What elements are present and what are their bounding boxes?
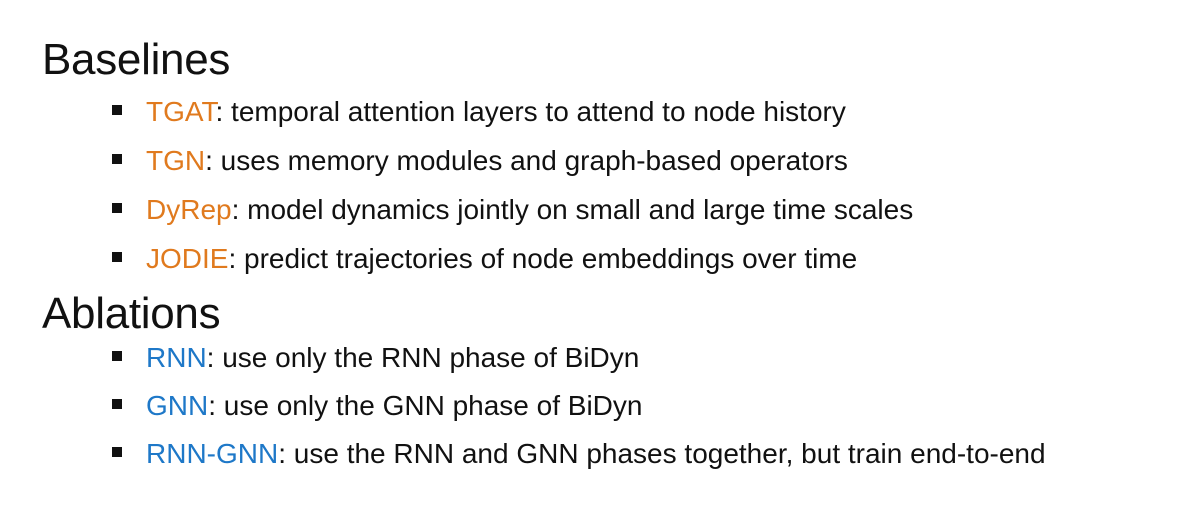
bullet-square-icon <box>112 252 122 262</box>
bullet-square-icon <box>112 399 122 409</box>
bullet-square-icon <box>112 154 122 164</box>
list-item-text: GNN: use only the GNN phase of BiDyn <box>146 388 642 420</box>
list-item-text: TGAT: temporal attention layers to atten… <box>146 94 846 126</box>
description-rnn: : use only the RNN phase of BiDyn <box>206 342 640 373</box>
description-rnn-gnn: : use the RNN and GNN phases together, b… <box>278 438 1046 469</box>
bullet-square-icon <box>112 351 122 361</box>
list-item-tgn: TGN: uses memory modules and graph-based… <box>112 143 913 192</box>
term-tgat: TGAT <box>146 96 216 127</box>
list-item-jodie: JODIE: predict trajectories of node embe… <box>112 241 913 290</box>
list-item-gnn: GNN: use only the GNN phase of BiDyn <box>112 388 1046 436</box>
list-item-text: TGN: uses memory modules and graph-based… <box>146 143 848 175</box>
list-item-dyrep: DyRep: model dynamics jointly on small a… <box>112 192 913 241</box>
baselines-heading: Baselines <box>42 35 231 84</box>
list-item-rnn: RNN: use only the RNN phase of BiDyn <box>112 340 1046 388</box>
bullet-square-icon <box>112 105 122 115</box>
term-tgn: TGN <box>146 145 206 176</box>
bullet-square-icon <box>112 447 122 457</box>
description-tgn: : uses memory modules and graph-based op… <box>205 145 848 176</box>
ablations-list: RNN: use only the RNN phase of BiDyn GNN… <box>112 340 1046 484</box>
ablations-heading: Ablations <box>42 289 221 338</box>
list-item-tgat: TGAT: temporal attention layers to atten… <box>112 94 913 143</box>
term-jodie: JODIE <box>146 243 229 274</box>
list-item-text: DyRep: model dynamics jointly on small a… <box>146 192 913 224</box>
term-rnn-gnn: RNN-GNN <box>146 438 279 469</box>
list-item-rnn-gnn: RNN-GNN: use the RNN and GNN phases toge… <box>112 436 1046 484</box>
term-rnn: RNN <box>146 342 207 373</box>
description-jodie: : predict trajectories of node embedding… <box>228 243 858 274</box>
list-item-text: RNN-GNN: use the RNN and GNN phases toge… <box>146 436 1046 468</box>
description-gnn: : use only the GNN phase of BiDyn <box>208 390 643 421</box>
list-item-text: JODIE: predict trajectories of node embe… <box>146 241 857 273</box>
term-dyrep: DyRep <box>146 194 232 225</box>
term-gnn: GNN <box>146 390 209 421</box>
description-tgat: : temporal attention layers to attend to… <box>215 96 846 127</box>
baselines-list: TGAT: temporal attention layers to atten… <box>112 94 913 290</box>
bullet-square-icon <box>112 203 122 213</box>
description-dyrep: : model dynamics jointly on small and la… <box>231 194 914 225</box>
list-item-text: RNN: use only the RNN phase of BiDyn <box>146 340 639 372</box>
